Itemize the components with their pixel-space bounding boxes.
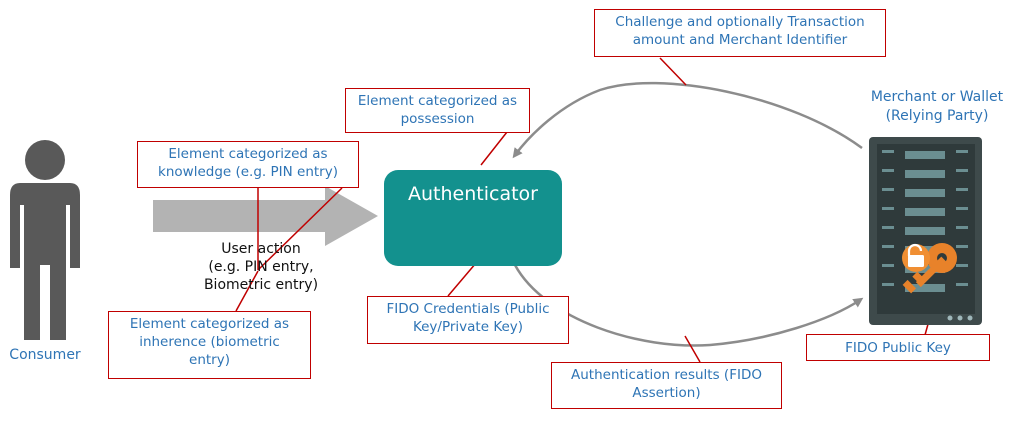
knowledge-pointer-b [257, 187, 343, 271]
public-key-callout: FIDO Public Key [806, 334, 990, 361]
results-callout: Authentication results (FIDO Assertion) [551, 362, 782, 409]
person-icon [10, 140, 80, 340]
authenticator-box: Authenticator [384, 170, 562, 266]
challenge-pointer [659, 57, 687, 86]
challenge-arc [512, 81, 863, 159]
user-action-label: User action (e.g. PIN entry, Biometric e… [203, 241, 319, 293]
knowledge-callout: Element categorized as knowledge (e.g. P… [137, 141, 359, 188]
public-key-lock-icon [902, 243, 957, 294]
possession-callout: Element categorized as possession [345, 88, 530, 133]
inherence-pointer [235, 270, 259, 312]
possession-pointer [480, 131, 508, 166]
credentials-callout: FIDO Credentials (Public Key/Private Key… [367, 296, 569, 344]
challenge-callout: Challenge and optionally Transaction amo… [594, 9, 886, 57]
authenticator-title: Authenticator [408, 183, 538, 205]
results-pointer [684, 335, 701, 363]
user-action-arrow [153, 186, 378, 246]
relying-party-label: Merchant or Wallet (Relying Party) [870, 89, 1004, 124]
credentials-pointer [447, 262, 477, 297]
inherence-callout: Element categorized as inherence (biomet… [108, 311, 311, 379]
server-rack-icon [869, 137, 982, 325]
consumer-label: Consumer [9, 347, 81, 363]
